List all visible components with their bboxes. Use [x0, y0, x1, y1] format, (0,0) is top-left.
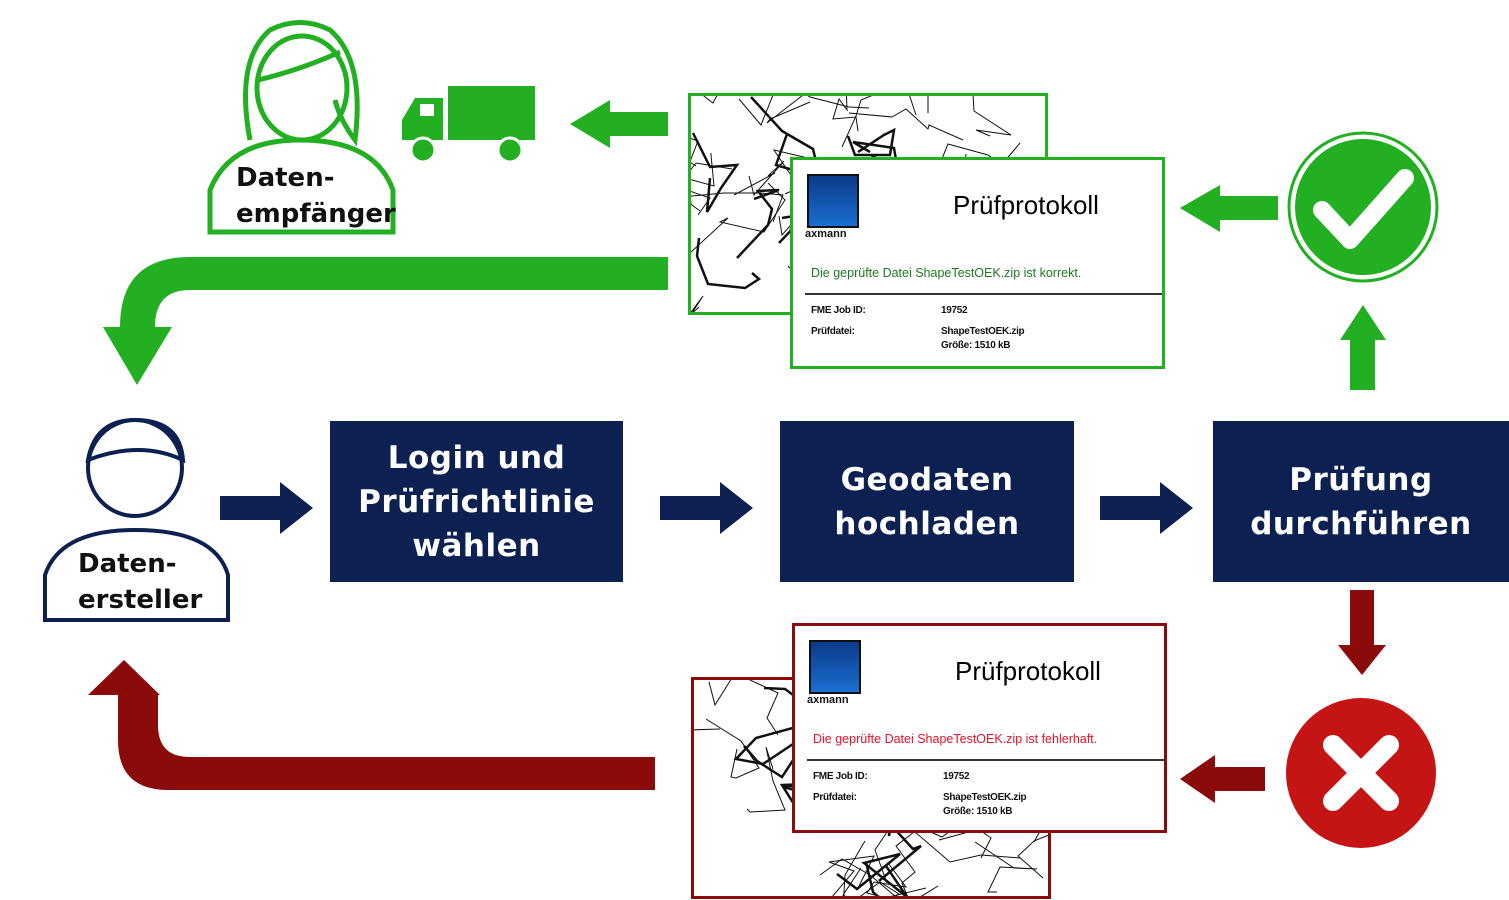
file-name: ShapeTestOEK.zip: [941, 326, 1025, 337]
job-id: 19752: [941, 305, 968, 316]
job-id: 19752: [943, 771, 970, 782]
map-line: [691, 132, 740, 213]
map-line: [974, 841, 1038, 893]
report-ok: axmann Prüfprotokoll Die geprüfte Datei …: [790, 157, 1165, 369]
map-line: [694, 728, 721, 731]
map-line: [927, 96, 929, 113]
report-message: Die geprüfte Datei ShapeTestOEK.zip ist …: [813, 732, 1098, 746]
map-line: [864, 861, 880, 896]
file-size: Größe: 1510 kB: [941, 340, 1011, 351]
map-line: [705, 718, 760, 779]
map-line: [746, 746, 786, 813]
report-fail: axmann Prüfprotokoll Die geprüfte Datei …: [792, 623, 1167, 833]
arrow-creator-to-login: [220, 482, 313, 534]
logo-text: axmann: [805, 228, 847, 240]
recipient-person-icon: [207, 20, 396, 235]
map-line: [691, 192, 784, 223]
map-line: [736, 188, 780, 259]
step-upload: Geodaten hochladen: [780, 421, 1074, 582]
arrow-error-to-report: [1180, 755, 1265, 803]
arrow-login-to-upload: [660, 482, 753, 534]
job-label: FME Job ID:: [811, 305, 866, 316]
map-line: [866, 862, 939, 896]
report-message: Die geprüfte Datei ShapeTestOEK.zip ist …: [811, 266, 1082, 280]
error-x-circle-icon: [1286, 698, 1436, 848]
map-line: [733, 160, 785, 197]
job-label: FME Job ID:: [813, 771, 868, 782]
step-check: Prüfung durchführen: [1213, 421, 1509, 582]
divider: [807, 759, 1164, 761]
report-title: Prüfprotokoll: [953, 190, 1099, 220]
map-line: [832, 96, 859, 132]
arrow-check-to-report: [1180, 185, 1278, 232]
file-label: Prüfdatei:: [811, 326, 855, 337]
arrow-upload-to-check: [1100, 482, 1193, 534]
arrow-report-to-creator-fail: [88, 660, 655, 790]
map-line: [695, 237, 762, 290]
map-line: [972, 96, 1012, 137]
file-label: Prüfdatei:: [813, 792, 857, 803]
map-line: [691, 153, 715, 187]
arrow-up-to-check: [1340, 305, 1386, 390]
arrow-report-to-creator: [103, 257, 668, 385]
axmann-logo-icon: [807, 174, 859, 228]
map-line: [807, 96, 870, 109]
map-line: [841, 96, 917, 148]
file-size: Größe: 1510 kB: [943, 806, 1013, 817]
map-line: [842, 867, 927, 896]
arrow-down-to-error: [1338, 590, 1386, 675]
map-line: [819, 858, 896, 896]
check-circle-icon: [1287, 131, 1439, 283]
file-name: ShapeTestOEK.zip: [943, 792, 1027, 803]
report-title: Prüfprotokoll: [955, 656, 1101, 686]
map-line: [691, 162, 733, 216]
map-line: [848, 108, 964, 141]
map-line: [766, 96, 811, 124]
map-line: [836, 852, 908, 896]
creator-label: Daten- ersteller: [78, 549, 203, 615]
recipient-label: Daten- empfänger: [236, 163, 396, 229]
arrow-to-truck: [570, 100, 668, 148]
map-line: [691, 295, 704, 312]
creator-person-icon: [43, 417, 230, 622]
axmann-logo-icon: [809, 640, 861, 694]
step-login: Login und Prüfrichtlinie wählen: [330, 421, 623, 582]
map-line: [846, 127, 896, 157]
logo-text: axmann: [807, 694, 849, 706]
truck-icon: [402, 86, 535, 164]
map-line: [828, 855, 875, 896]
divider: [805, 293, 1162, 295]
map-line: [708, 680, 779, 736]
map-line: [703, 96, 774, 126]
map-line: [895, 824, 924, 896]
